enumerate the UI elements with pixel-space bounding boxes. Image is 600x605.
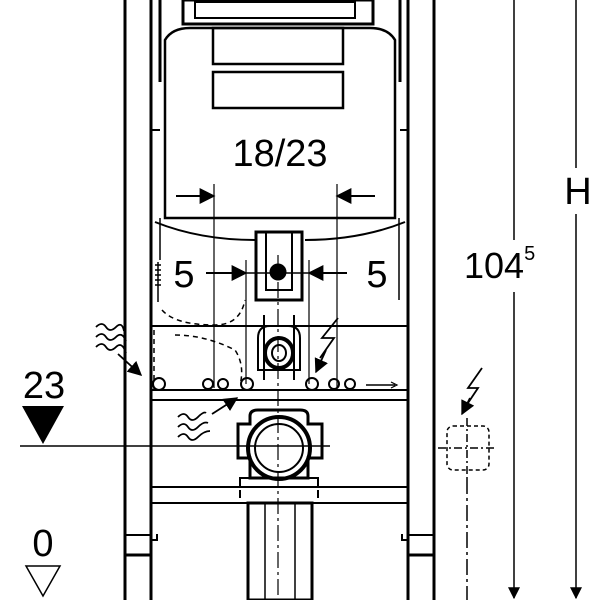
- level-triangle-icon: [22, 406, 64, 444]
- fixing-holes: [152, 377, 356, 391]
- dim-label-spacing: 18/23: [232, 133, 327, 175]
- center-axis: [213, 184, 338, 600]
- dim-label-offset-right: 5: [366, 254, 387, 296]
- cistern: [150, 0, 409, 326]
- dim-label-height: 1045: [464, 243, 535, 286]
- right-upright: [406, 0, 436, 557]
- electrical-socket-icon: [438, 418, 496, 600]
- dim-label-offset-left: 5: [173, 254, 194, 296]
- lightning-icon: [314, 317, 339, 374]
- left-upright: [123, 0, 153, 557]
- level-marker-drain: [20, 406, 330, 447]
- wavy-arrow-icon: [177, 397, 239, 441]
- flush-pipe: [254, 230, 304, 380]
- level-triangle-outline-icon: [24, 565, 62, 598]
- level-label-drain: 23: [23, 365, 65, 407]
- dim-label-variable-height: H: [564, 171, 591, 213]
- level-label-floor: 0: [32, 523, 53, 565]
- level-marker-floor: [24, 565, 62, 598]
- dim-heights: [508, 0, 582, 600]
- drain-connection: [236, 408, 324, 602]
- cross-rails: [150, 325, 409, 504]
- lightning-icon: [461, 367, 483, 416]
- wavy-arrow-icon: [95, 323, 143, 376]
